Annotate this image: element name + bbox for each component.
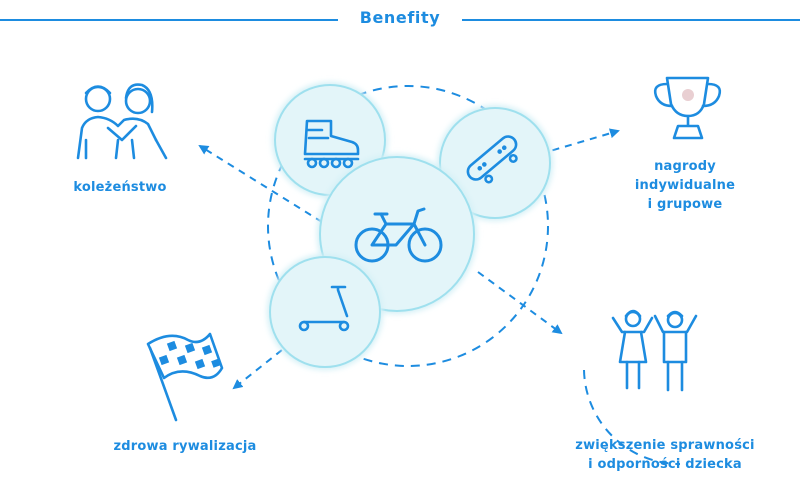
arrow-to-awards	[539, 128, 620, 155]
page-title: Benefity	[359, 8, 441, 27]
trophy-icon	[653, 76, 722, 140]
scooter-icon	[298, 285, 350, 332]
arrow-to-friendship	[198, 144, 323, 223]
bicycle-icon	[354, 207, 443, 263]
benefit-label-competition: zdrowa rywalizacja	[113, 439, 257, 454]
arrow-to-fitness	[477, 271, 563, 335]
friends-icon	[76, 83, 168, 160]
skateboard-icon	[466, 135, 518, 184]
inline-skate-icon	[303, 119, 360, 169]
activity-circle-top-right	[437, 105, 553, 221]
fitness-dashed-arc	[583, 369, 681, 465]
orbit-dashed-circle	[267, 85, 549, 367]
benefit-label-fitness: zwiększenie sprawności i odporności dzie…	[545, 436, 785, 474]
fitness-line-1: zwiększenie sprawności	[575, 438, 755, 453]
activity-circle-bottom-left	[267, 254, 383, 370]
awards-line-3: i grupowe	[647, 197, 723, 212]
cheering-kids-icon	[611, 309, 698, 392]
awards-line-1: nagrody	[654, 159, 716, 174]
checkered-flag-icon	[146, 332, 224, 422]
benefit-label-friendship: koleżeństwo	[73, 180, 167, 195]
fitness-line-2: i odporności dziecka	[588, 457, 742, 472]
awards-line-2: indywidualne	[634, 178, 736, 193]
benefit-label-awards: nagrody indywidualne i grupowe	[610, 157, 760, 214]
